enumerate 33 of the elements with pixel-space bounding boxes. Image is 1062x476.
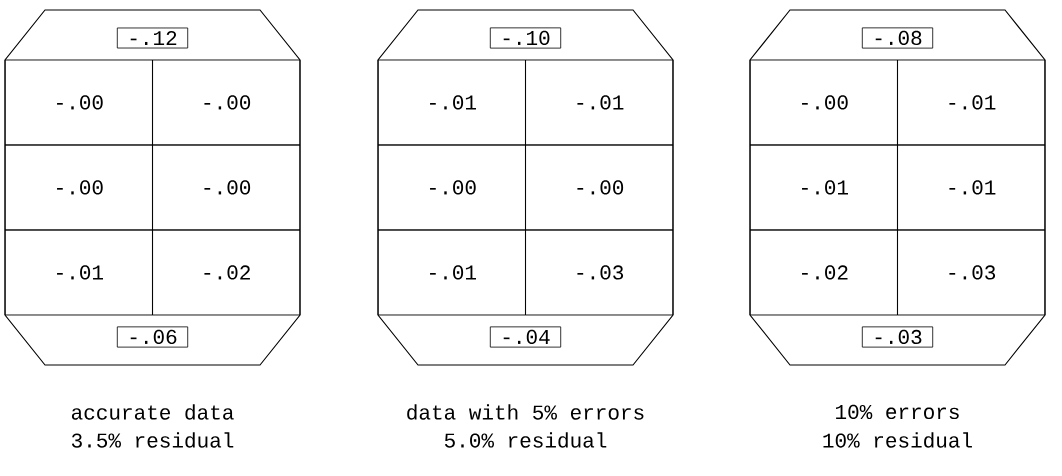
panel-outline	[749, 9, 1046, 366]
value-label: -.08	[861, 27, 934, 49]
table-cell: -.01	[4, 229, 153, 316]
table-cell: -.00	[152, 144, 301, 231]
table-cell: -.02	[749, 229, 898, 316]
table-cell: -.01	[525, 59, 674, 146]
table-cell: -.02	[152, 229, 301, 316]
table-cell: -.01	[377, 59, 526, 146]
node-label: 5.0% residual	[444, 432, 607, 448]
value-label: -.12	[116, 27, 189, 49]
table-cell: -.00	[749, 59, 898, 146]
table-cell: -.01	[897, 59, 1046, 146]
table-cell: -.03	[897, 229, 1046, 316]
table-cell: -.00	[152, 59, 301, 146]
table-cell: -.01	[377, 229, 526, 316]
table-cell: -.01	[897, 144, 1046, 231]
node-label: 3.5% residual	[71, 432, 234, 448]
table-cell: -.00	[525, 144, 674, 231]
value-label: -.04	[489, 326, 562, 348]
table-cell: -.01	[749, 144, 898, 231]
value-label: -.03	[861, 326, 934, 348]
table-cell: -.00	[377, 144, 526, 231]
panel-outline	[4, 9, 301, 366]
node-label: data with 5% errors	[407, 404, 644, 420]
table-cell: -.00	[4, 144, 153, 231]
node-label: 10% errors	[836, 404, 959, 420]
table-cell: -.00	[4, 59, 153, 146]
panel-outline	[377, 9, 674, 366]
value-label: -.10	[489, 27, 562, 49]
table-cell: -.03	[525, 229, 674, 316]
node-label: 10% residual	[823, 432, 972, 448]
node-label: accurate data	[71, 404, 234, 420]
value-label: -.06	[116, 326, 189, 348]
